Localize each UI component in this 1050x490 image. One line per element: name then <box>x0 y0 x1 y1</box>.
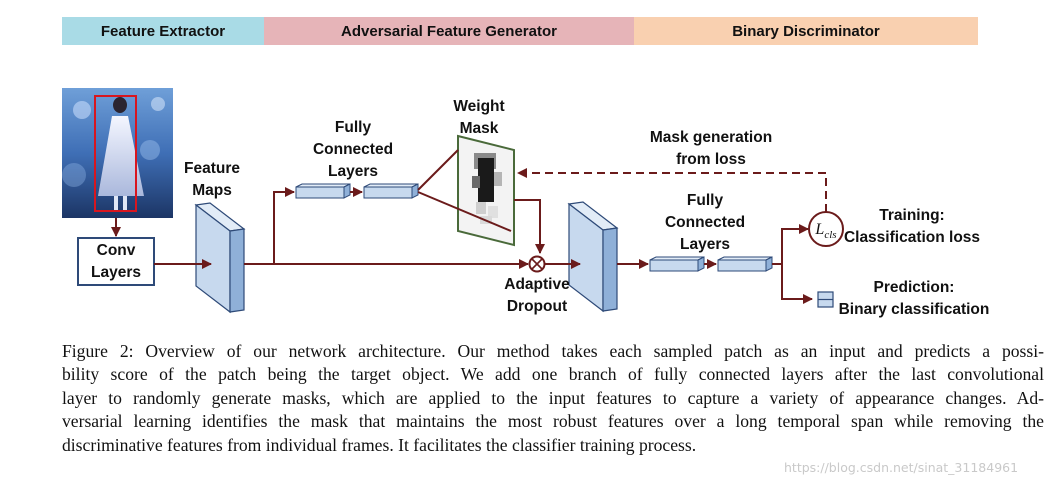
discriminator-fc-label: Fully Connected Layers <box>652 190 758 256</box>
caption-line: Figure 2: Overview of our network archit… <box>62 341 1044 361</box>
training-label: Training: Classification loss <box>840 205 984 249</box>
generator-fc-label: Fully Connected Layers <box>300 117 406 183</box>
generator-fc-layer-2 <box>363 183 419 199</box>
feature-maps-label: Feature Maps <box>172 158 252 202</box>
weight-mask-label-line1: Weight <box>453 98 505 115</box>
band-binary-discriminator: Binary Discriminator <box>634 17 978 45</box>
conv-layers-label-line1: Conv <box>96 242 136 259</box>
mask-generation-label-line1: Mask generation <box>649 129 773 146</box>
generator-fc-layer-1 <box>295 183 351 199</box>
band-adversarial-feature-generator: Adversarial Feature Generator <box>264 17 634 45</box>
generator-fc-label-line3: Layers <box>328 163 378 180</box>
training-label-line1: Training: <box>879 207 945 224</box>
caption-line: versarial learning identifies the mask t… <box>62 411 1044 432</box>
discriminator-fc-label-line3: Layers <box>680 236 730 253</box>
prediction-label: Prediction: Binary classification <box>836 277 992 321</box>
mask-generation-arrow <box>517 168 827 212</box>
feature-maps-label-line2: Maps <box>192 182 232 199</box>
connections <box>111 149 827 304</box>
target-bounding-box <box>94 95 137 212</box>
caption-line: discriminative features from individual … <box>62 434 697 455</box>
conv-layers-box <box>77 237 155 286</box>
architecture-diagram: Lcls <box>62 88 844 314</box>
weight-mask-label-line2: Mask <box>459 120 499 137</box>
training-label-line2: Classification loss <box>843 229 981 246</box>
adaptive-dropout-node <box>528 255 546 273</box>
prediction-label-line2: Binary classification <box>838 301 990 318</box>
figure-caption: Figure 2: Overview of our network archit… <box>62 340 1044 457</box>
weight-mask-label: Weight Mask <box>440 96 518 140</box>
conv-layers-label: Conv Layers <box>78 240 154 284</box>
band-feature-extractor: Feature Extractor <box>62 17 264 45</box>
prediction-label-line1: Prediction: <box>873 279 955 296</box>
loss-label: Lcls <box>814 221 836 241</box>
adaptive-dropout-label-line1: Adaptive <box>504 276 570 293</box>
prediction-output-icon <box>817 291 834 308</box>
feature-maps-block <box>194 202 246 314</box>
discriminator-fc-layer-2 <box>717 256 773 272</box>
discriminator-fc-label-line1: Fully <box>686 192 724 209</box>
conv-layers-label-line2: Layers <box>91 264 141 281</box>
caption-line: layer to randomly generate masks, which … <box>62 387 1044 408</box>
mask-generation-label-line2: from loss <box>676 151 746 168</box>
mask-generation-label: Mask generation from loss <box>636 127 786 171</box>
input-image <box>62 88 173 218</box>
adaptive-dropout-label: Adaptive Dropout <box>494 274 580 318</box>
discriminator-fc-layer-1 <box>649 256 705 272</box>
generator-fc-label-line2: Connected <box>312 141 394 158</box>
loss-node <box>808 211 844 247</box>
feature-block-2 <box>567 201 619 313</box>
adaptive-dropout-label-line2: Dropout <box>506 298 568 315</box>
discriminator-fc-label-line2: Connected <box>664 214 746 231</box>
caption-line: bility score of the patch being the targ… <box>62 364 1044 385</box>
generator-fc-label-line1: Fully <box>334 119 372 136</box>
watermark: https://blog.csdn.net/sinat_31184961 <box>784 460 1019 475</box>
feature-maps-label-line1: Feature <box>184 160 240 177</box>
